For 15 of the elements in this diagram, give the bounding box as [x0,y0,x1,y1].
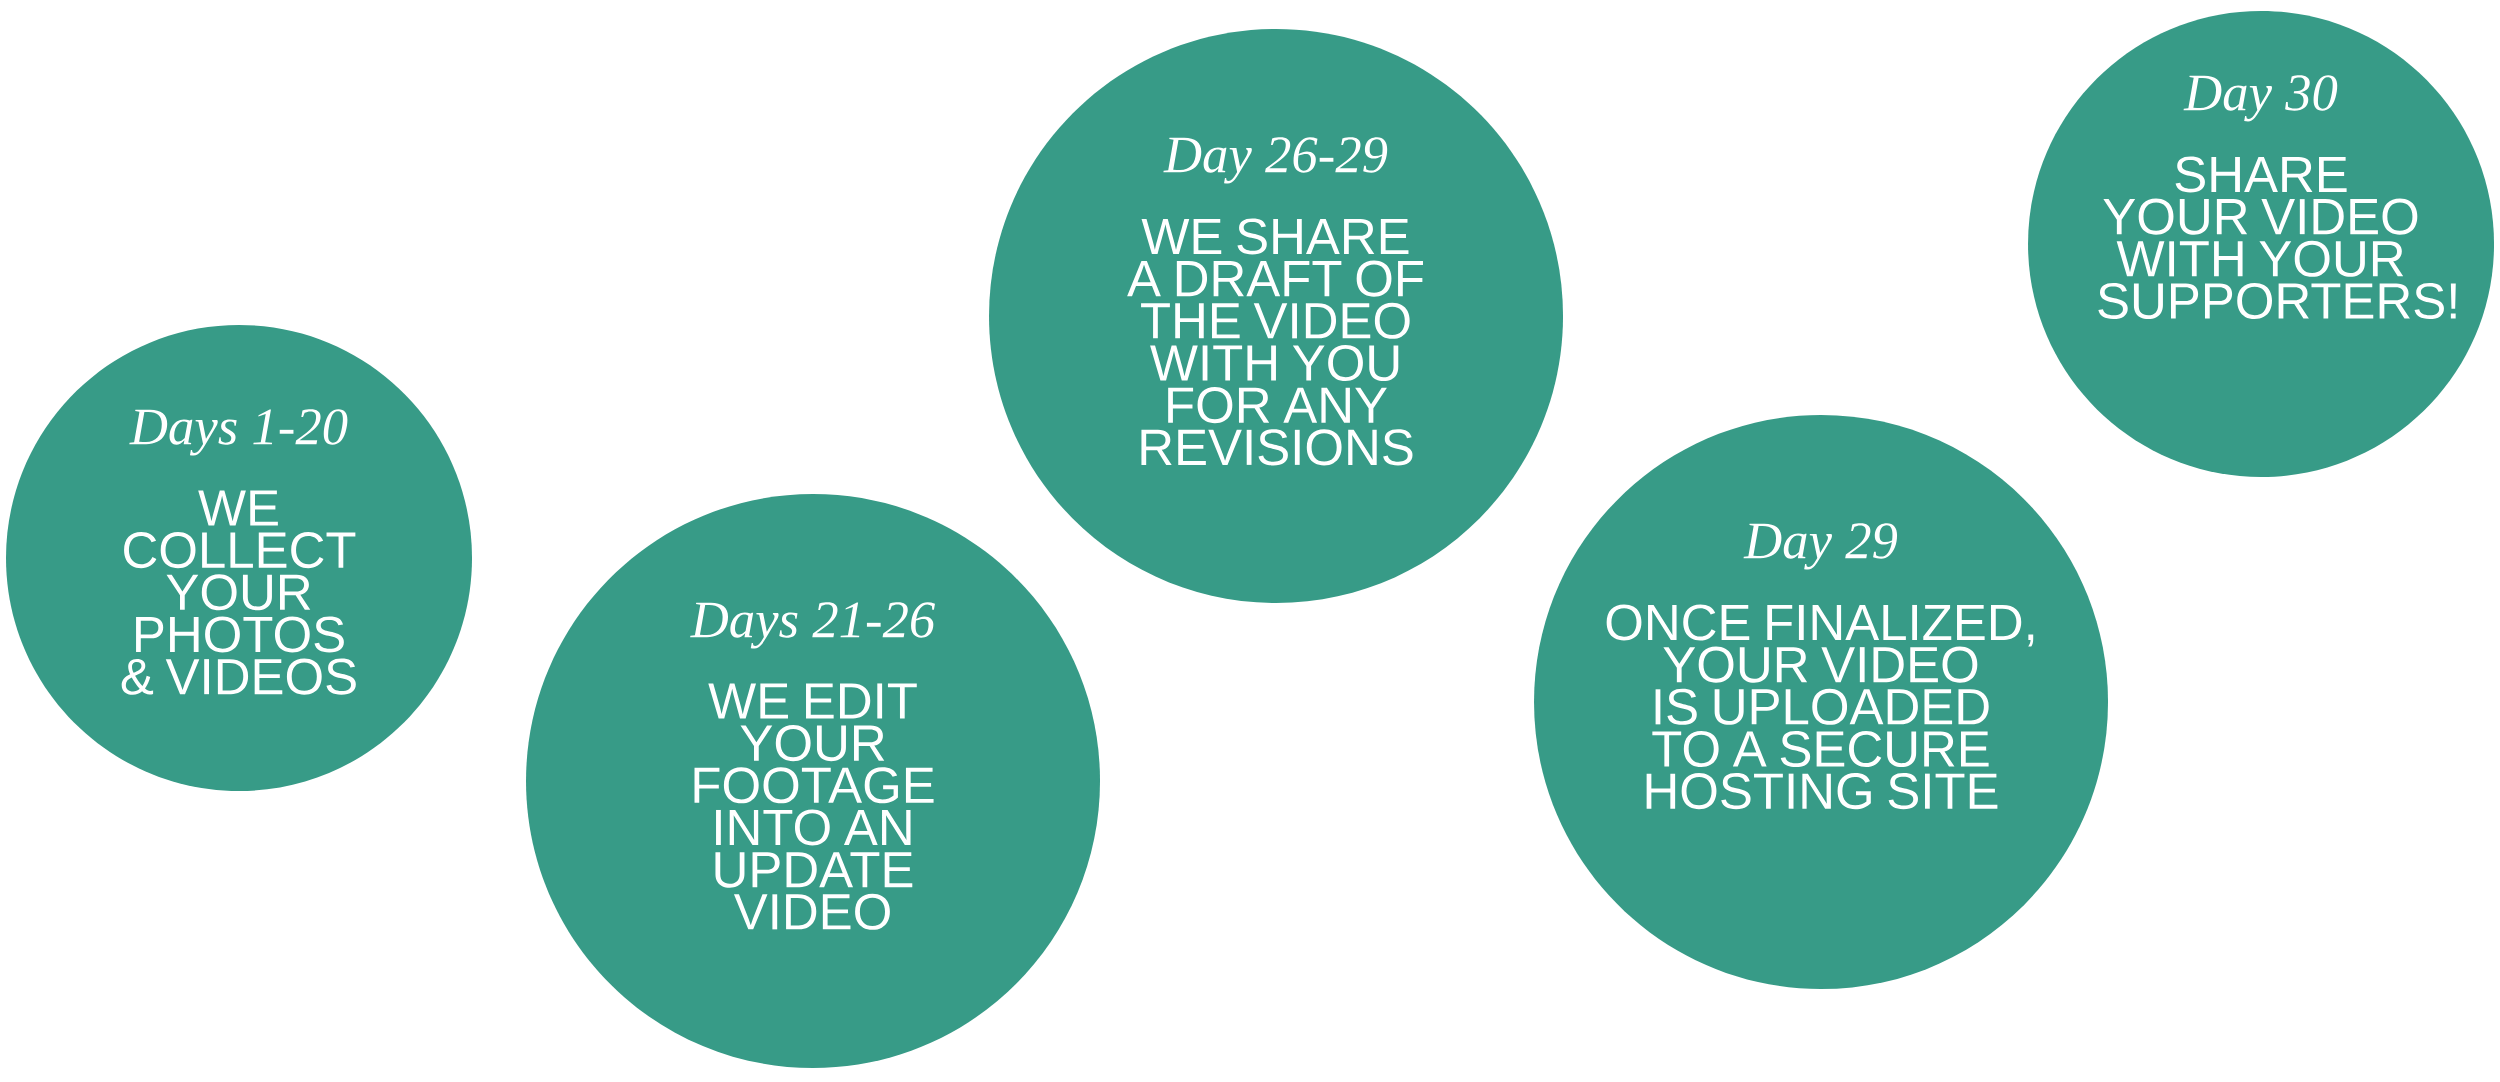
step-description: ONCE FINALIZED, YOUR VIDEO IS UPLOADED TO A SECURE HOSTING SITE [1606,604,2034,810]
day-heading: Days 21-26 [690,602,935,649]
day-heading: Day 29 [1743,523,1898,570]
step-description: WE EDIT YOUR FOOTAGE INTO AN UPDATE VIDEO [694,683,934,930]
day-heading: Days 1-20 [129,409,348,456]
step-circle [6,325,472,791]
step-description: WE SHARE A DRAFT OF THE VIDEO WITH YOU FOR ANY REVISIONS [1127,218,1423,466]
step-circle [2028,11,2495,477]
step-circle [526,494,1100,1068]
step-description: WE COLLECT YOUR PHOTOS & VIDEOS [121,490,356,695]
step-circle [1534,415,2109,989]
step-description: SHARE YOUR VIDEO WITH YOUR SUPPORTERS! [2098,156,2456,320]
day-heading: Day 26-29 [1163,137,1388,184]
day-heading: Day 30 [2183,75,2338,122]
step-circle [989,29,1564,603]
